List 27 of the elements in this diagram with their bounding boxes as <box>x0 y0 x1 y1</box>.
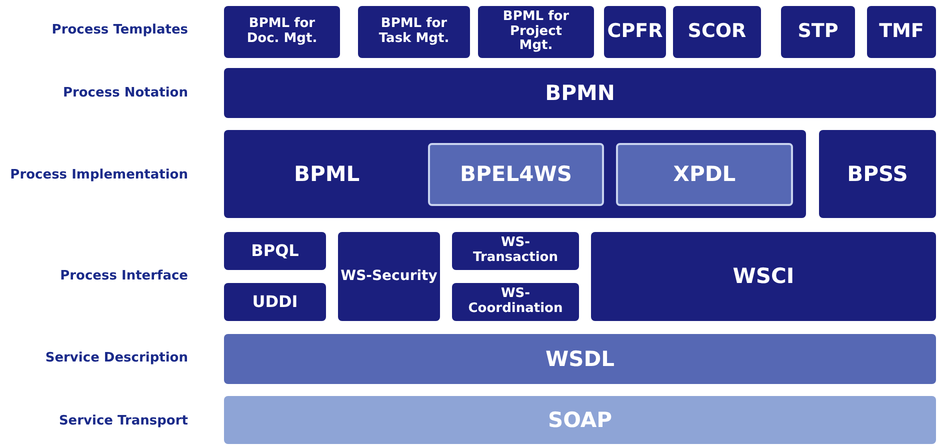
standard-box: SOAP <box>224 396 936 444</box>
standard-box: BPMN <box>224 68 936 118</box>
layer-label: Service Description <box>44 350 188 366</box>
standard-box: BPSS <box>819 130 936 218</box>
standard-box: WSCI <box>591 232 936 321</box>
standard-box: BPML for Task Mgt. <box>358 6 470 58</box>
standard-box: STP <box>781 6 855 58</box>
layer-panel <box>224 130 806 218</box>
standard-box: CPFR <box>604 6 666 58</box>
standard-box: UDDI <box>224 283 326 321</box>
layer-label: Process Interface <box>59 268 188 284</box>
standard-box: BPQL <box>224 232 326 270</box>
standard-box: TMF <box>867 6 936 58</box>
standard-box: WSDL <box>224 334 936 384</box>
standard-box: XPDL <box>616 143 793 206</box>
standard-box: WS-Coordination <box>452 283 579 321</box>
layer-label: Process Notation <box>62 86 188 100</box>
layer-label: Service Transport <box>58 414 188 428</box>
layer-label: Process Templates <box>50 22 188 38</box>
standard-box: BPML for Doc. Mgt. <box>224 6 340 58</box>
standard-box: WS-Security <box>338 232 440 321</box>
panel-title: BPML <box>294 162 360 186</box>
standard-box: WS-Transaction <box>452 232 579 270</box>
standard-box: BPEL4WS <box>428 143 604 206</box>
standard-box: BPML for Project Mgt. <box>478 6 594 58</box>
layer-label: Process Implementation <box>9 168 188 182</box>
standard-box: SCOR <box>673 6 761 58</box>
